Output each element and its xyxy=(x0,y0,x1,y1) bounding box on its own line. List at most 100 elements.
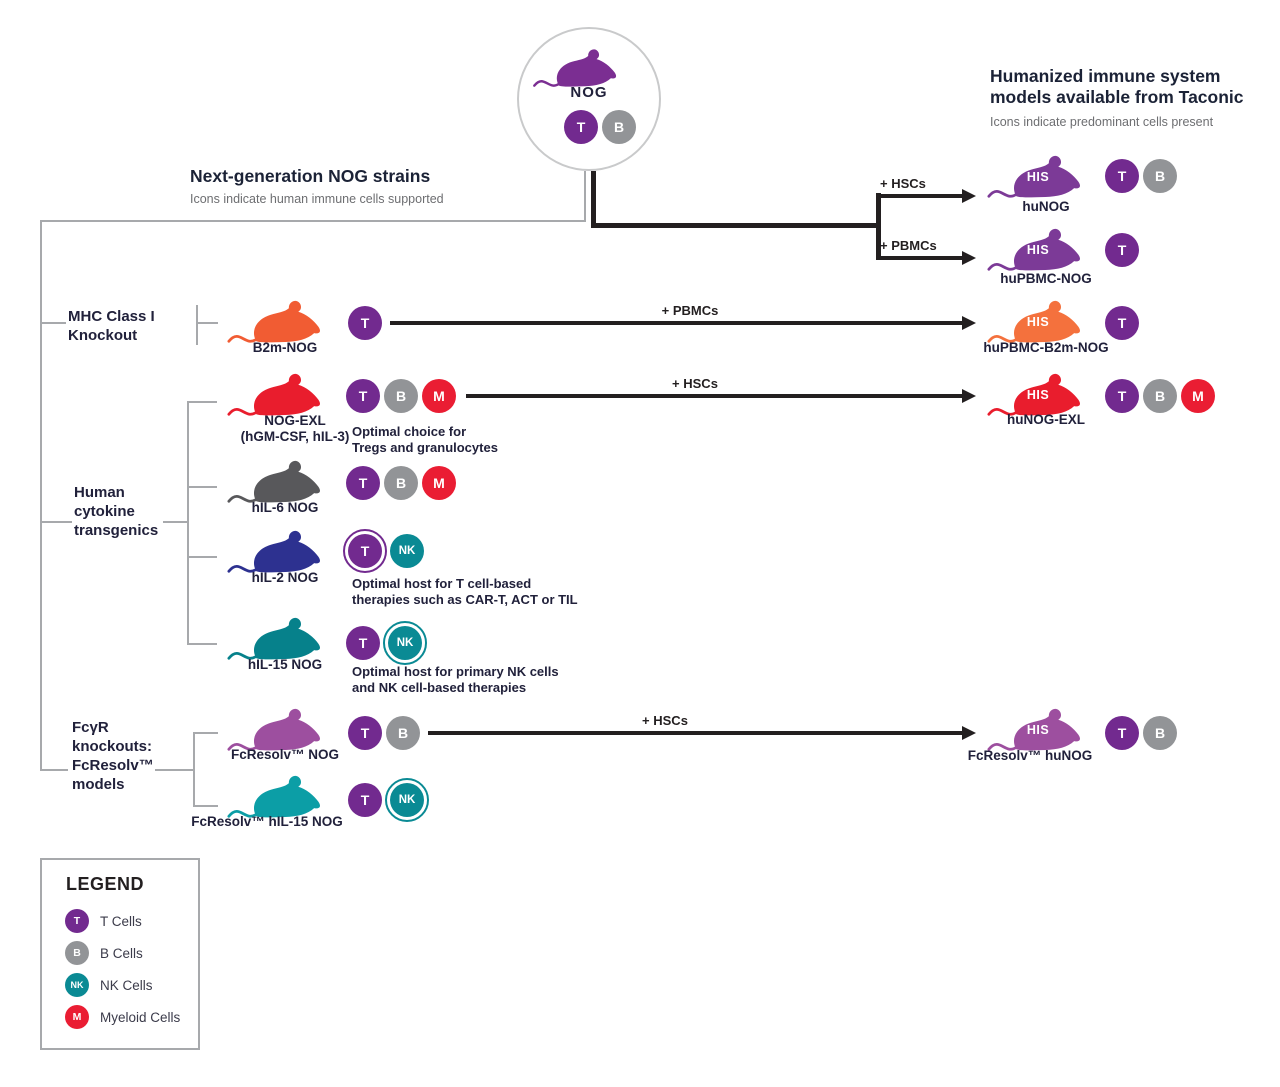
strain-label: hIL-15 NOG xyxy=(247,657,323,672)
flow-arrow-exl xyxy=(466,394,962,398)
myeloid-cell-icon: M xyxy=(422,379,456,413)
flow-line xyxy=(876,193,881,260)
myeloid-cell-icon: M xyxy=(65,1005,89,1029)
connector-line xyxy=(40,521,72,523)
connector-line xyxy=(40,322,66,324)
nog-root-label: NOG xyxy=(570,84,608,101)
t-cell-icon: T xyxy=(1105,379,1139,413)
model-label: FcResolv™ huNOG xyxy=(967,748,1093,763)
connector-line xyxy=(40,220,586,222)
category-line: FcγR xyxy=(72,719,109,736)
b-cell-icon: B xyxy=(1143,379,1177,413)
his-badge: HIS xyxy=(1026,723,1050,737)
arrow-label: + HSCs xyxy=(880,176,926,191)
hunog-exl-mouse-icon xyxy=(987,373,1080,416)
strain-name: NOG-EXL xyxy=(264,413,326,428)
note-line: Optimal choice for xyxy=(352,424,467,439)
nog-mouse-icon xyxy=(533,49,617,87)
t-cell-icon: T xyxy=(346,466,380,500)
connector-trunk-line xyxy=(40,220,42,770)
right-subheading: Icons indicate predominant cells present xyxy=(990,115,1214,129)
t-cell-icon: T xyxy=(348,783,382,817)
connector-line xyxy=(196,305,198,345)
arrow-label: + PBMCs xyxy=(661,303,719,318)
b-cell-icon: B xyxy=(384,379,418,413)
t-cell-icon: T xyxy=(1105,716,1139,750)
b-cell-icon: B xyxy=(602,110,636,144)
t-cell-icon: T xyxy=(1105,159,1139,193)
connector-line xyxy=(187,401,217,403)
flow-arrow-hscs xyxy=(876,194,962,198)
flow-arrow-b2m xyxy=(390,321,962,325)
b2m-nog-mouse-icon xyxy=(227,300,320,343)
arrowhead-icon xyxy=(962,389,976,403)
strain-subname: (hGM-CSF, hIL-3) xyxy=(240,429,350,444)
arrow-label: + HSCs xyxy=(672,376,718,391)
model-label: huNOG-EXL xyxy=(1007,412,1085,427)
strain-label: FcResolv™ NOG xyxy=(230,747,340,762)
connector-line xyxy=(584,171,586,222)
connector-line xyxy=(187,486,217,488)
b-cell-icon: B xyxy=(1143,159,1177,193)
flow-line xyxy=(591,171,596,228)
nog-exl-mouse-icon xyxy=(227,373,320,416)
hupbmc-nog-mouse-icon xyxy=(987,228,1080,271)
strain-label: NOG-EXL (hGM-CSF, hIL-3) xyxy=(215,413,375,445)
legend-title: LEGEND xyxy=(66,874,145,894)
t-cell-icon: T xyxy=(564,110,598,144)
nk-cell-icon-highlighted: NK xyxy=(383,621,427,665)
connector-line xyxy=(193,805,218,807)
nk-cell-icon: NK xyxy=(390,783,424,817)
category-line: Knockout xyxy=(68,327,138,344)
category-line: Human xyxy=(74,484,125,501)
category-line: transgenics xyxy=(74,522,159,539)
t-cell-icon: T xyxy=(1105,306,1139,340)
category-fcgr-knockouts: FcγR knockouts: FcResolv™ models xyxy=(72,718,154,794)
strain-note: Optimal host for primary NK cells and NK… xyxy=(352,664,559,695)
b-cell-icon: B xyxy=(65,941,89,965)
his-badge: HIS xyxy=(1026,170,1050,184)
category-line: MHC Class I xyxy=(68,308,155,325)
hil2-nog-mouse-icon xyxy=(227,530,320,573)
model-label: huPBMC-B2m-NOG xyxy=(983,340,1109,355)
fcresolv-hil15-nog-mouse-icon xyxy=(227,775,320,818)
his-badge: HIS xyxy=(1026,315,1050,329)
arrow-label: + HSCs xyxy=(642,713,688,728)
category-line: FcResolv™ xyxy=(72,757,154,774)
fcresolv-hunog-mouse-icon xyxy=(987,708,1080,751)
model-label: huPBMC-NOG xyxy=(1000,271,1092,286)
left-subheading: Icons indicate human immune cells suppor… xyxy=(190,192,444,206)
right-heading: Humanized immune system models available… xyxy=(990,66,1280,108)
his-badge: HIS xyxy=(1026,243,1050,257)
arrowhead-icon xyxy=(962,189,976,203)
strain-note: Optimal host for T cell-based therapies … xyxy=(352,576,578,607)
legend-item-label: T Cells xyxy=(100,914,142,929)
note-line: Optimal host for T cell-based xyxy=(352,576,532,591)
his-badge: HIS xyxy=(1026,388,1050,402)
myeloid-cell-icon: M xyxy=(1181,379,1215,413)
t-cell-icon-highlighted: T xyxy=(343,529,387,573)
connector-line xyxy=(187,401,189,645)
hil6-nog-mouse-icon xyxy=(227,460,320,503)
note-line: and NK cell-based therapies xyxy=(352,679,527,695)
t-cell-icon: T xyxy=(65,909,89,933)
flow-arrow-fcresolv xyxy=(428,731,962,735)
category-cytokine-transgenics: Human cytokine transgenics xyxy=(74,483,158,540)
legend-item-label: NK Cells xyxy=(100,978,153,993)
arrowhead-icon xyxy=(962,316,976,330)
connector-line xyxy=(40,769,68,771)
nog-root-circle xyxy=(517,27,661,171)
myeloid-cell-icon: M xyxy=(422,466,456,500)
arrowhead-icon xyxy=(962,726,976,740)
connector-line xyxy=(187,556,217,558)
note-line: therapies such as CAR-T, ACT or TIL xyxy=(352,591,578,607)
t-cell-icon: T xyxy=(346,379,380,413)
arrow-label: + PBMCs xyxy=(880,238,937,253)
connector-line xyxy=(193,732,195,807)
connector-line xyxy=(193,732,218,734)
nk-cell-icon: NK xyxy=(65,973,89,997)
note-line: Tregs and granulocytes xyxy=(352,439,498,455)
flow-line xyxy=(591,223,878,228)
connector-line xyxy=(155,769,195,771)
